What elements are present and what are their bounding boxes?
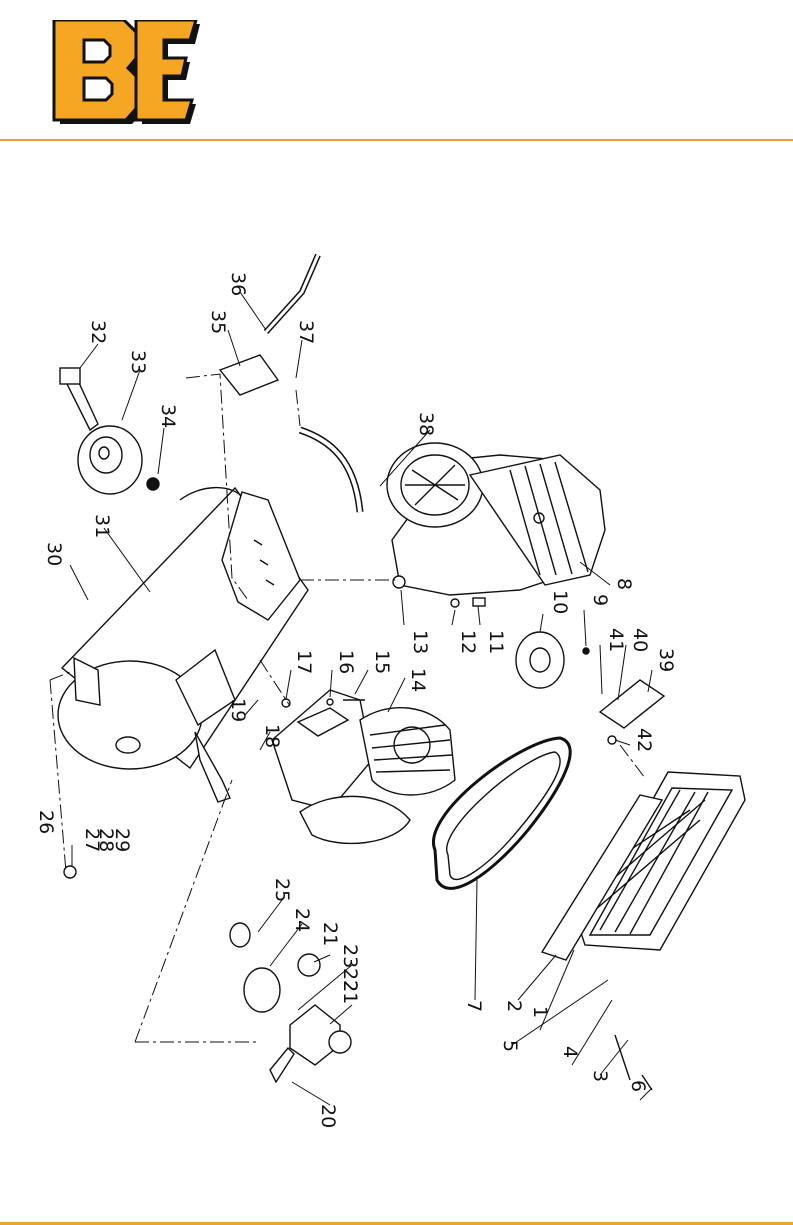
callout-label: 35 <box>207 310 229 334</box>
callout-label: 30 <box>43 542 65 566</box>
callout-label: 37 <box>295 320 317 344</box>
callout-label: 26 <box>35 810 57 834</box>
callout-label: 15 <box>371 650 393 674</box>
callout-label: 1 <box>529 1006 551 1018</box>
callout-label: 21 <box>319 922 341 946</box>
motor-part <box>387 443 605 595</box>
callout-label: 8 <box>613 578 635 590</box>
callout-label: 11 <box>485 630 507 654</box>
callout-label: 39 <box>655 648 677 672</box>
callout-label: 17 <box>293 650 315 674</box>
callout-label: 25 <box>271 878 293 902</box>
callout-label: 31 <box>91 514 113 538</box>
callout-label: 33 <box>127 350 149 374</box>
callout-label: 2 <box>503 1000 525 1012</box>
callout-label: 6 <box>627 1080 649 1092</box>
callout-label: 36 <box>227 272 249 296</box>
callout-label: 34 <box>157 404 179 428</box>
callout-label: 42 <box>633 728 655 752</box>
callout-label: 9 <box>589 594 611 606</box>
callout-label: 18 <box>261 724 283 748</box>
callout-label: 40 <box>629 628 651 652</box>
callout-label: 14 <box>407 668 429 692</box>
callout-label: 38 <box>415 412 437 436</box>
callout-label: 41 <box>605 628 627 652</box>
callout-label: 7 <box>463 1000 485 1012</box>
pump-part <box>272 690 455 843</box>
callout-label: 24 <box>291 908 313 932</box>
callout-label: 16 <box>335 650 357 674</box>
callout-label: 13 <box>409 630 431 654</box>
pulley-part <box>516 632 564 688</box>
callout-label: 5 <box>499 1040 521 1052</box>
belt-guard-part <box>542 772 745 960</box>
callout-label: 20 <box>317 1104 339 1128</box>
callout-label: 23 <box>339 944 361 968</box>
callout-label: 19 <box>227 698 249 722</box>
callout-label: 32 <box>87 320 109 344</box>
callout-label: 29 <box>111 828 133 852</box>
callout-label: 4 <box>559 1046 581 1058</box>
callout-label: 10 <box>549 590 571 614</box>
callout-label: 21 <box>339 980 361 1004</box>
flywheel-part <box>78 426 142 494</box>
callout-label: 12 <box>457 630 479 654</box>
callout-label: 3 <box>589 1070 611 1082</box>
